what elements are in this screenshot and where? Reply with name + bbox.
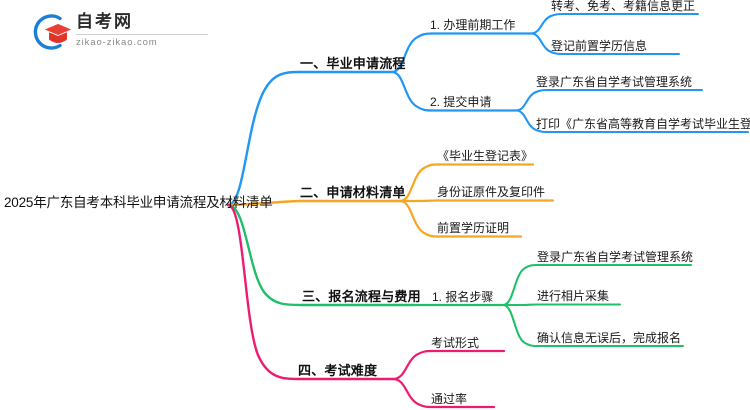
branch-4-item-2[interactable]: 通过率 xyxy=(431,392,468,406)
branch-3-child-1-item-1[interactable]: 登录广东省自学考试管理系统 xyxy=(537,250,694,264)
edge-b1c1-g1 xyxy=(529,12,565,35)
root-node-label[interactable]: 2025年广东自考本科毕业申请流程及材料清单 xyxy=(4,195,273,210)
branch-2-item-2[interactable]: 身份证原件及复印件 xyxy=(437,185,546,199)
logo-text-block: 自考网 zikao-zikao.com xyxy=(76,12,216,49)
branch-1-child-2-label[interactable]: 2. 提交申请 xyxy=(430,95,492,109)
branch-3-child-1-item-3[interactable]: 确认信息无误后，完成报名 xyxy=(537,331,682,345)
branch-2-label[interactable]: 二、申请材料清单 xyxy=(300,185,406,200)
logo-divider xyxy=(76,34,208,35)
edge-b4-c1 xyxy=(391,349,433,381)
branch-3-child-1-item-2[interactable]: 进行相片采集 xyxy=(537,289,610,303)
branch-1-child-1-item-2[interactable]: 登记前置学历信息 xyxy=(551,39,648,53)
edge-root-b1 xyxy=(226,70,302,207)
edge-root-b4 xyxy=(226,203,300,381)
branch-1-child-1-label[interactable]: 1. 办理前期工作 xyxy=(430,18,516,32)
branch-2-item-1[interactable]: 《毕业生登记表》 xyxy=(437,149,534,163)
branch-3-label[interactable]: 三、报名流程与费用 xyxy=(302,289,421,304)
graduation-cap-logo-icon xyxy=(33,14,71,50)
logo-name: 自考网 xyxy=(76,12,133,31)
branch-2-item-3[interactable]: 前置学历证明 xyxy=(437,221,510,235)
branch-4-item-1[interactable]: 考试形式 xyxy=(431,336,480,350)
edge-b3c1-g3 xyxy=(501,303,539,348)
edge-b2-c2 xyxy=(398,199,439,203)
edge-b3c1-g1 xyxy=(501,263,539,307)
edge-b2-c3 xyxy=(398,199,439,238)
edge-b1-c2 xyxy=(390,70,434,112)
logo-url: zikao-zikao.com xyxy=(76,37,158,48)
branch-4-label[interactable]: 四、考试难度 xyxy=(298,363,378,378)
edge-root-b3 xyxy=(226,203,304,307)
edge-b3c1-g2 xyxy=(501,303,539,307)
branch-1-child-2-item-2[interactable]: 打印《广东省高等教育自学考试毕业生登记表》 xyxy=(536,117,750,131)
edge-b1c2-g1 xyxy=(514,88,550,112)
edge-b4-c2 xyxy=(391,377,433,409)
branch-3-child-1-label[interactable]: 1. 报名步骤 xyxy=(432,290,494,304)
site-logo: 自考网 zikao-zikao.com xyxy=(30,10,220,54)
branch-1-child-1-item-1[interactable]: 转考、免考、考籍信息更正 xyxy=(551,0,696,13)
branch-1-child-2-item-1[interactable]: 登录广东省自学考试管理系统 xyxy=(536,75,693,89)
branch-1-label[interactable]: 一、毕业申请流程 xyxy=(300,56,406,71)
